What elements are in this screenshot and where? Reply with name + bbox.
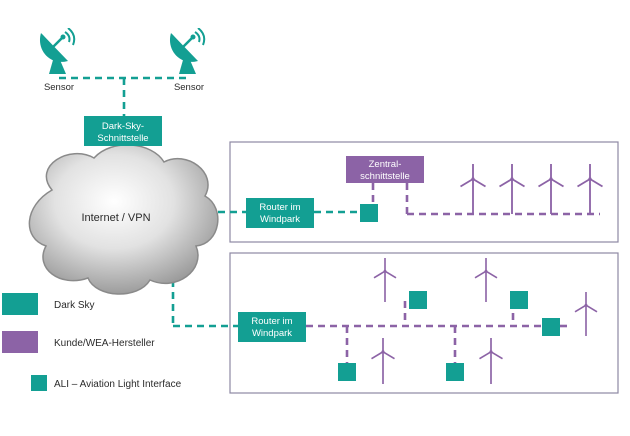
router-windpark-2-line1: Router im (251, 316, 292, 327)
router-windpark-1-box (246, 198, 314, 228)
legend: Dark Sky Kunde/WEA-Hersteller ALI – Avia… (2, 293, 182, 391)
cloud-label: Internet / VPN (81, 212, 150, 224)
router-windpark-1-line2: Windpark (260, 214, 300, 225)
wind-turbine-icon (573, 292, 599, 336)
wind-turbine-icon (478, 338, 504, 384)
internet-cloud (28, 144, 219, 295)
ali-square (542, 318, 560, 336)
ali-square (510, 291, 528, 309)
windpark-1-frame (229, 141, 619, 243)
customer-links (306, 183, 600, 365)
ali-units (338, 204, 560, 381)
router-windpark-1-line1: Router im (259, 202, 300, 213)
central-interface-line2: schnittstelle (360, 171, 410, 182)
dark-sky-interface-line1: Dark-Sky- (102, 121, 144, 132)
legend-swatch-customer (2, 331, 38, 353)
wind-turbine-icon (473, 258, 499, 302)
wind-turbine-icon (372, 258, 398, 302)
wind-turbine-icon (498, 164, 526, 214)
wind-turbine-icon (537, 164, 565, 214)
ali-square (446, 363, 464, 381)
central-interface-line1: Zentral- (369, 159, 402, 170)
router-windpark-2-line2: Windpark (252, 328, 292, 339)
windpark-2-frame (229, 252, 619, 394)
satellite-dish-icon (38, 28, 76, 76)
legend-label-ali: ALI – Aviation Light Interface (54, 379, 182, 390)
dark-sky-interface-box (84, 116, 162, 146)
ali-square (360, 204, 378, 222)
legend-square-ali (31, 375, 47, 391)
wind-turbine-icon (459, 164, 487, 214)
dark-sky-interface-line2: Schnittstelle (97, 133, 148, 144)
sensor-1-label: Sensor (44, 82, 74, 93)
router-windpark-2-box (238, 312, 306, 342)
sensor-2-label: Sensor (174, 82, 204, 93)
legend-swatch-dark-sky (2, 293, 38, 315)
legend-label-dark-sky: Dark Sky (54, 300, 95, 311)
wind-turbine-icon (576, 164, 604, 214)
satellite-dish-icon (168, 28, 206, 76)
wind-turbine-icon (370, 338, 396, 384)
legend-label-customer: Kunde/WEA-Hersteller (54, 338, 155, 349)
central-interface-box (346, 156, 424, 183)
ali-square (409, 291, 427, 309)
ali-square (338, 363, 356, 381)
